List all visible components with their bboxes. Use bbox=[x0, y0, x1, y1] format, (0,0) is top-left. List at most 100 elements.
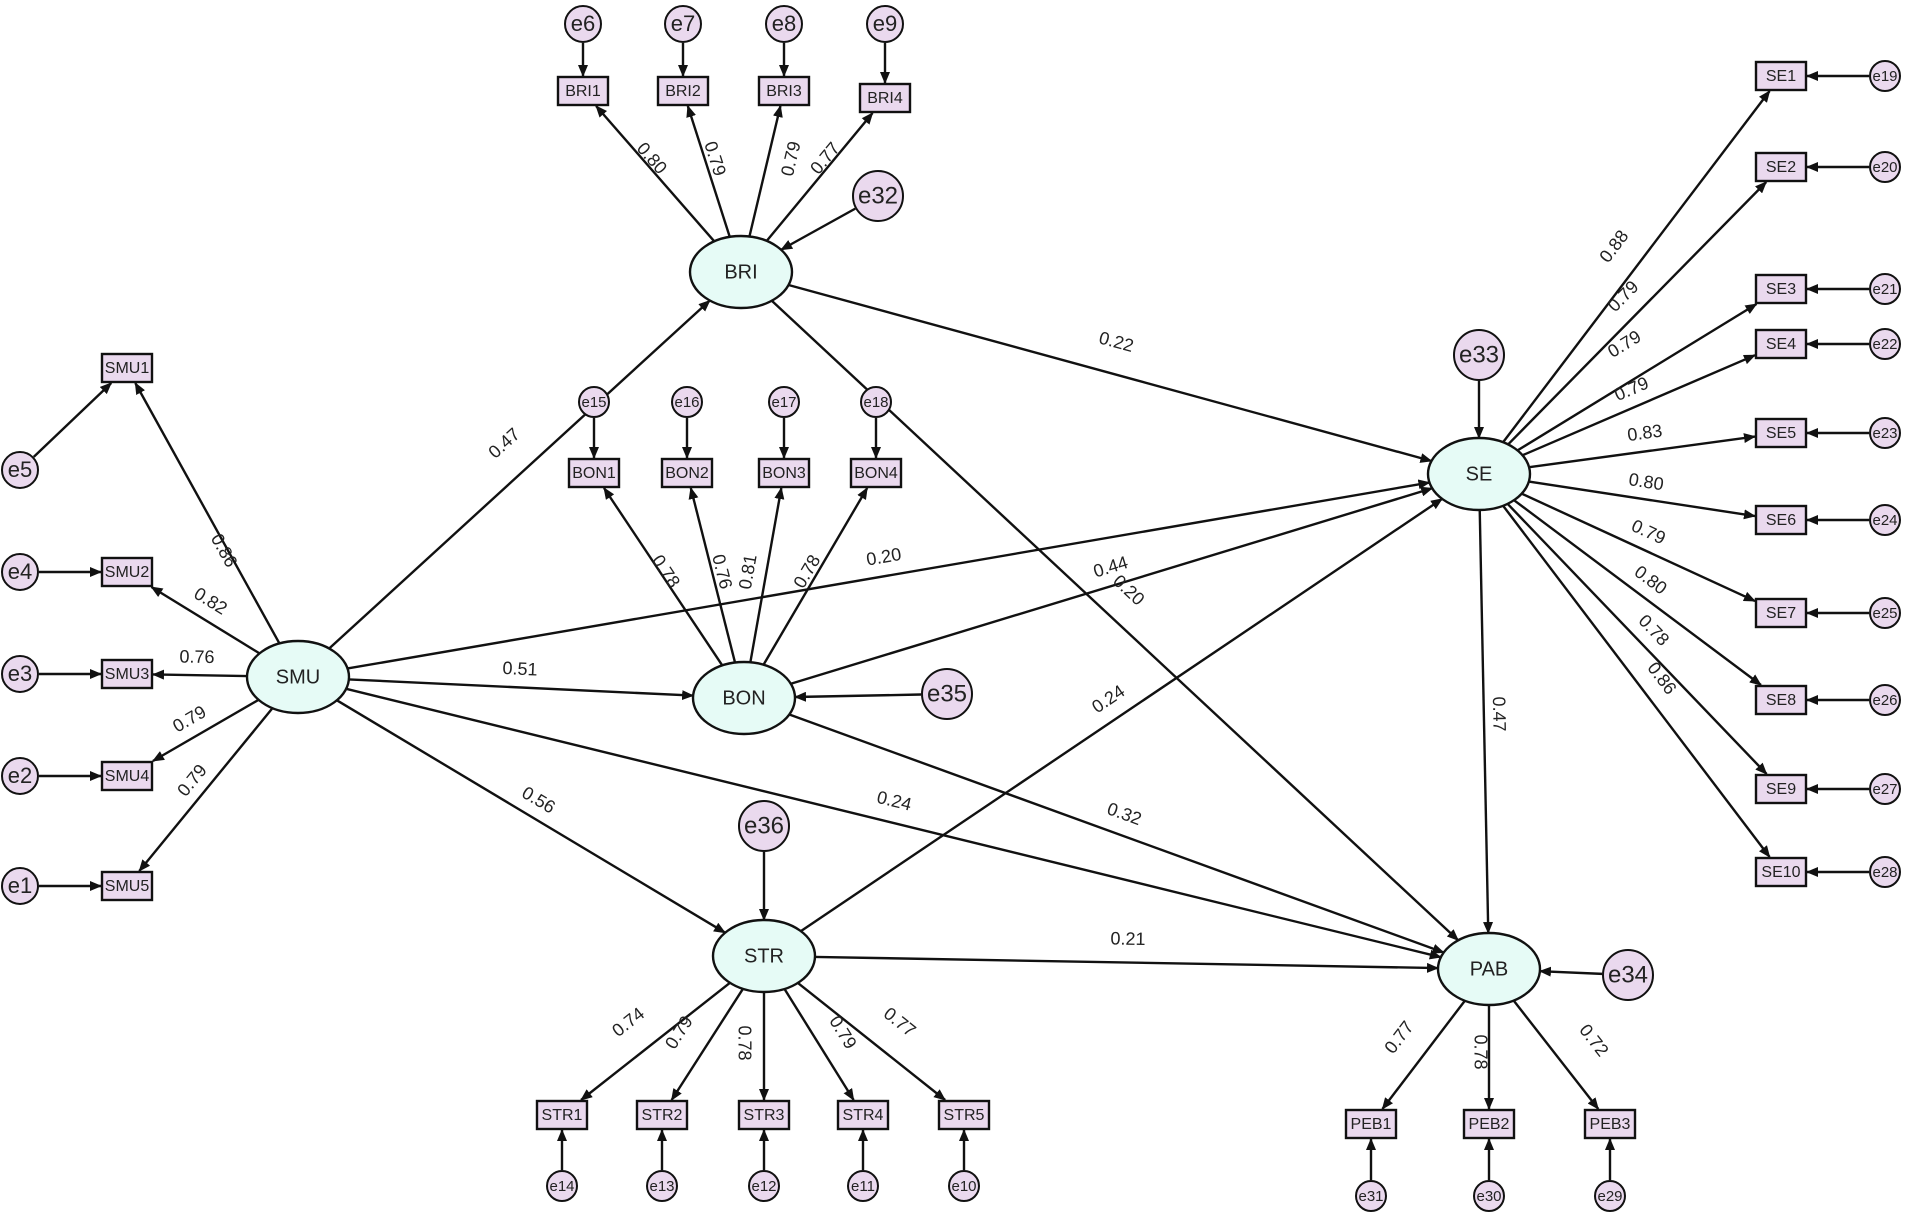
error-term-e2[interactable]: e2 bbox=[1, 757, 39, 795]
path-se-to-pab bbox=[1478, 509, 1494, 935]
indicator-se5[interactable]: SE5 bbox=[1754, 417, 1808, 449]
indicator-se10[interactable]: SE10 bbox=[1754, 856, 1808, 888]
latent-smu[interactable]: SMU bbox=[245, 639, 351, 715]
error-term-e8[interactable]: e8 bbox=[765, 5, 803, 43]
error-term-e27[interactable]: e27 bbox=[1869, 773, 1901, 805]
indicator-label: BRI4 bbox=[867, 90, 903, 107]
indicator-str4[interactable]: STR4 bbox=[836, 1099, 890, 1131]
error-label: e27 bbox=[1872, 781, 1897, 798]
error-term-e19[interactable]: e19 bbox=[1869, 60, 1901, 92]
latent-label: BRI bbox=[724, 261, 757, 283]
error-term-e9[interactable]: e9 bbox=[866, 5, 904, 43]
loading-value-bon2: 0.76 bbox=[708, 552, 736, 591]
error-term-e6[interactable]: e6 bbox=[564, 5, 602, 43]
loading-value-smu3: 0.76 bbox=[179, 646, 214, 667]
error-term-e28[interactable]: e28 bbox=[1869, 856, 1901, 888]
loading-value-se4: 0.79 bbox=[1611, 373, 1651, 405]
error-term-e17[interactable]: e17 bbox=[768, 386, 800, 418]
error-label: e4 bbox=[8, 559, 32, 584]
loading-value-se10: 0.86 bbox=[1643, 658, 1680, 698]
indicator-str1[interactable]: STR1 bbox=[535, 1099, 589, 1131]
error-term-e33[interactable]: e33 bbox=[1453, 329, 1505, 381]
error-term-e1[interactable]: e1 bbox=[1, 867, 39, 905]
indicator-smu1[interactable]: SMU1 bbox=[100, 352, 154, 384]
error-term-e15[interactable]: e15 bbox=[578, 386, 610, 418]
indicator-se8[interactable]: SE8 bbox=[1754, 684, 1808, 716]
error-term-e24[interactable]: e24 bbox=[1869, 504, 1901, 536]
error-term-e12[interactable]: e12 bbox=[748, 1170, 780, 1202]
error-arrow-e35 bbox=[793, 691, 922, 702]
indicator-peb2[interactable]: PEB2 bbox=[1462, 1108, 1516, 1140]
indicator-bon2[interactable]: BON2 bbox=[660, 457, 714, 489]
latent-bri[interactable]: BRI bbox=[688, 234, 794, 310]
error-term-e5[interactable]: e5 bbox=[1, 451, 39, 489]
indicator-peb1[interactable]: PEB1 bbox=[1344, 1108, 1398, 1140]
indicator-bri2[interactable]: BRI2 bbox=[656, 75, 710, 107]
indicator-smu2[interactable]: SMU2 bbox=[100, 556, 154, 588]
indicator-smu4[interactable]: SMU4 bbox=[100, 760, 154, 792]
latent-str[interactable]: STR bbox=[711, 918, 817, 994]
error-label: e33 bbox=[1459, 341, 1499, 368]
error-term-e18[interactable]: e18 bbox=[860, 386, 892, 418]
loading-value-se6: 0.80 bbox=[1627, 469, 1665, 494]
error-label: e35 bbox=[927, 680, 967, 707]
error-label: e36 bbox=[744, 812, 784, 839]
indicator-se3[interactable]: SE3 bbox=[1754, 273, 1808, 305]
indicator-se9[interactable]: SE9 bbox=[1754, 773, 1808, 805]
indicator-bon1[interactable]: BON1 bbox=[567, 457, 621, 489]
loading-se-to-se4 bbox=[1522, 354, 1756, 457]
indicator-se2[interactable]: SE2 bbox=[1754, 151, 1808, 183]
path-smu-to-str bbox=[336, 699, 726, 934]
error-term-e32[interactable]: e32 bbox=[852, 170, 904, 222]
indicator-str5[interactable]: STR5 bbox=[937, 1099, 991, 1131]
indicator-str2[interactable]: STR2 bbox=[635, 1099, 689, 1131]
loading-value-str3: 0.78 bbox=[734, 1025, 754, 1060]
error-term-e7[interactable]: e7 bbox=[664, 5, 702, 43]
latent-bon[interactable]: BON bbox=[691, 660, 797, 736]
indicator-se7[interactable]: SE7 bbox=[1754, 597, 1808, 629]
error-term-e30[interactable]: e30 bbox=[1473, 1180, 1505, 1212]
indicator-label: BRI1 bbox=[565, 83, 601, 100]
indicator-bri4[interactable]: BRI4 bbox=[858, 82, 912, 114]
indicator-se4[interactable]: SE4 bbox=[1754, 328, 1808, 360]
indicator-se6[interactable]: SE6 bbox=[1754, 504, 1808, 536]
error-term-e22[interactable]: e22 bbox=[1869, 328, 1901, 360]
indicator-bon4[interactable]: BON4 bbox=[849, 457, 903, 489]
error-label: e1 bbox=[8, 873, 32, 898]
latent-pab[interactable]: PAB bbox=[1436, 931, 1542, 1007]
indicator-str3[interactable]: STR3 bbox=[737, 1099, 791, 1131]
error-term-e11[interactable]: e11 bbox=[847, 1170, 879, 1202]
error-term-e14[interactable]: e14 bbox=[546, 1170, 578, 1202]
indicator-peb3[interactable]: PEB3 bbox=[1583, 1108, 1637, 1140]
error-term-e36[interactable]: e36 bbox=[738, 800, 790, 852]
indicator-bon3[interactable]: BON3 bbox=[757, 457, 811, 489]
indicator-bri1[interactable]: BRI1 bbox=[556, 75, 610, 107]
indicator-smu5[interactable]: SMU5 bbox=[100, 870, 154, 902]
coefficient-labels-layer: 0.470.510.560.200.240.220.200.440.320.24… bbox=[169, 138, 1680, 1069]
error-term-e3[interactable]: e3 bbox=[1, 655, 39, 693]
error-term-e10[interactable]: e10 bbox=[948, 1170, 980, 1202]
indicator-smu3[interactable]: SMU3 bbox=[100, 658, 154, 690]
error-term-e13[interactable]: e13 bbox=[646, 1170, 678, 1202]
error-term-e26[interactable]: e26 bbox=[1869, 684, 1901, 716]
error-label: e32 bbox=[858, 182, 898, 209]
error-term-e25[interactable]: e25 bbox=[1869, 597, 1901, 629]
latent-label: PAB bbox=[1470, 958, 1509, 980]
error-term-e23[interactable]: e23 bbox=[1869, 417, 1901, 449]
error-term-e20[interactable]: e20 bbox=[1869, 151, 1901, 183]
error-term-e16[interactable]: e16 bbox=[671, 386, 703, 418]
error-term-e35[interactable]: e35 bbox=[921, 668, 973, 720]
indicator-bri3[interactable]: BRI3 bbox=[757, 75, 811, 107]
error-term-e34[interactable]: e34 bbox=[1602, 949, 1654, 1001]
error-term-e21[interactable]: e21 bbox=[1869, 273, 1901, 305]
indicator-se1[interactable]: SE1 bbox=[1754, 60, 1808, 92]
indicator-label: STR2 bbox=[642, 1107, 683, 1124]
latent-se[interactable]: SE bbox=[1426, 436, 1532, 512]
indicator-label: SE8 bbox=[1766, 692, 1796, 709]
error-term-e4[interactable]: e4 bbox=[1, 553, 39, 591]
error-term-e31[interactable]: e31 bbox=[1355, 1180, 1387, 1212]
error-term-e29[interactable]: e29 bbox=[1594, 1180, 1626, 1212]
indicator-label: SMU1 bbox=[105, 360, 150, 377]
